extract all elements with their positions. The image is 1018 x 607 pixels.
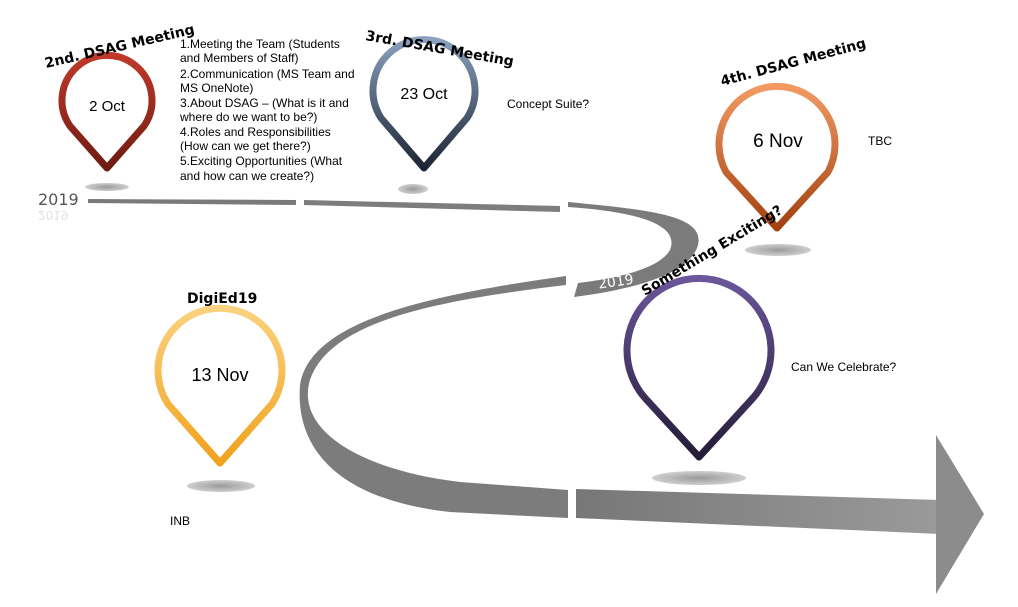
event-details-list: 1.Meeting the Team (Students and Members… (179, 37, 355, 183)
event-note: Concept Suite? (507, 97, 589, 111)
detail-line: and how can we create?) (180, 169, 314, 183)
event-title: 3rd. DSAG Meeting (364, 28, 515, 70)
event-title: 4th. DSAG Meeting (719, 36, 868, 90)
timeline-start-year-reflection: 2019 (38, 208, 69, 222)
pin-shadow (745, 244, 811, 256)
detail-line: MS OneNote) (180, 81, 253, 95)
event-pin-3rd-dsag-meeting: 23 Oct 3rd. DSAG Meeting Concept Suite? (364, 28, 589, 194)
map-pin-icon (623, 274, 775, 461)
timeline-road (88, 199, 984, 594)
event-note: Can We Celebrate? (791, 360, 896, 374)
pin-shadow (187, 480, 255, 492)
detail-line: (How can we get there?) (180, 139, 311, 153)
pin-shadow (85, 183, 129, 191)
detail-line: where do we want to be?) (179, 110, 317, 124)
map-pin-icon (58, 51, 156, 172)
detail-line: 1.Meeting the Team (Students (180, 37, 340, 51)
event-date: 2 Oct (89, 98, 126, 115)
event-pin-digied19: 13 Nov DigiEd19 INB (154, 291, 286, 528)
timeline-curve-year: 2019 (597, 272, 635, 293)
event-title: 2nd. DSAG Meeting (43, 22, 196, 72)
map-pin-icon (369, 36, 479, 172)
event-title: DigiEd19 (187, 291, 257, 307)
event-date: 13 Nov (191, 365, 248, 385)
event-date: 6 Nov (753, 131, 803, 152)
pin-shadow (398, 184, 428, 194)
timeline-start-year: 2019 (38, 190, 79, 209)
detail-line: 3.About DSAG – (What is it and (180, 96, 349, 110)
detail-line: and Members of Staff) (180, 51, 299, 65)
event-pin-2nd-dsag-meeting: 2 Oct 2nd. DSAG Meeting (43, 22, 196, 191)
event-note: TBC (868, 134, 892, 148)
event-date: 23 Oct (400, 86, 448, 103)
event-note: INB (170, 514, 190, 528)
map-pin-icon (154, 304, 286, 467)
detail-line: 4.Roles and Responsibilities (180, 125, 331, 139)
pin-shadow (652, 471, 746, 485)
detail-line: 2.Communication (MS Team and (180, 67, 355, 81)
map-pin-icon (715, 82, 839, 232)
detail-line: 5.Exciting Opportunities (What (180, 154, 343, 168)
